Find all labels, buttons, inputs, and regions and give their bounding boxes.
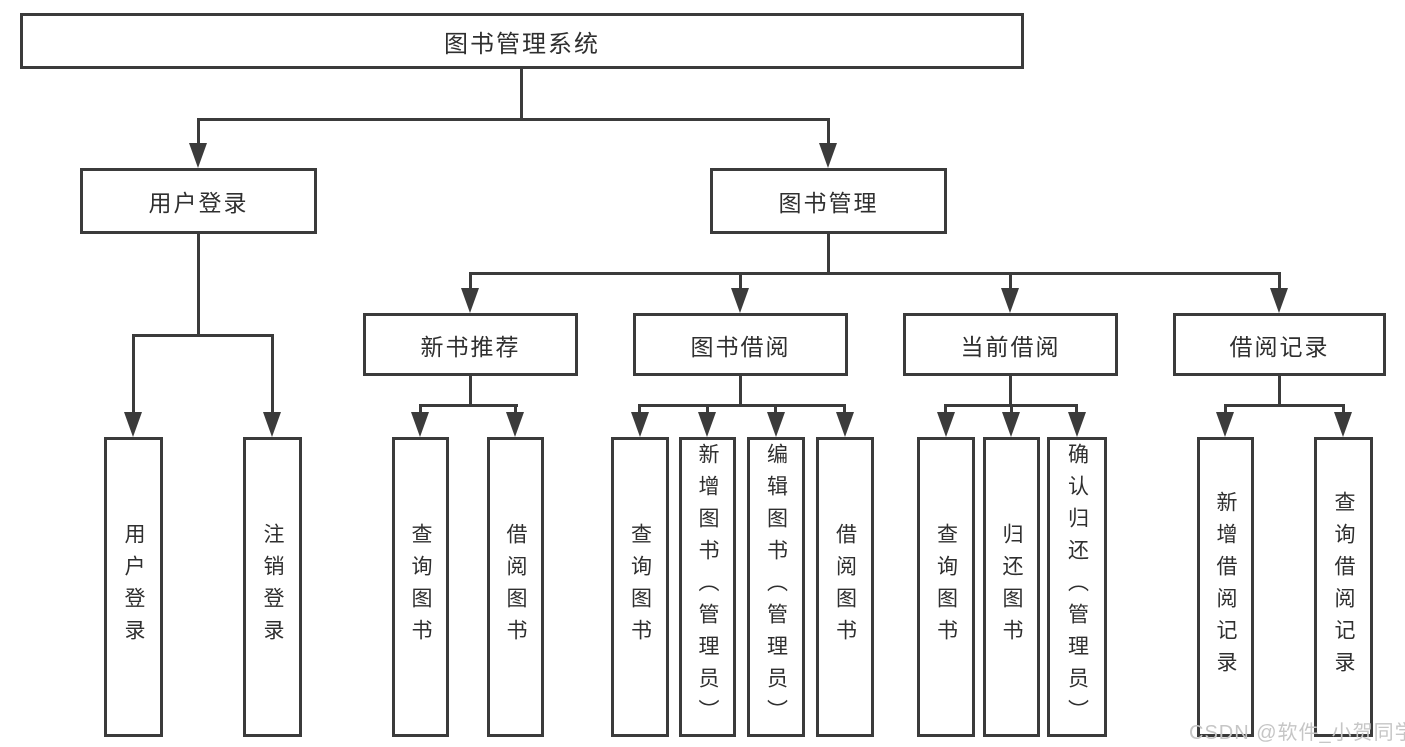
arrowhead-down-icon bbox=[1270, 288, 1288, 313]
leaf-recommend-query-books: 查询图书 bbox=[392, 437, 449, 737]
leaf-current-confirm-return-admin-label: 确认归还（管理员） bbox=[1065, 443, 1089, 731]
connector-hline bbox=[469, 272, 1281, 275]
csdn-watermark: CSDN @软件_小贺同学 bbox=[1189, 722, 1405, 744]
arrowhead-down-icon bbox=[506, 412, 524, 437]
connector-hline bbox=[1224, 404, 1345, 407]
leaf-user-login: 用户登录 bbox=[104, 437, 163, 737]
node-current-borrow: 当前借阅 bbox=[903, 313, 1118, 376]
leaf-borrow-borrow-books: 借阅图书 bbox=[816, 437, 874, 737]
leaf-borrow-query-books: 查询图书 bbox=[611, 437, 669, 737]
connector-vline bbox=[419, 404, 422, 412]
leaf-current-return-books-label: 归还图书 bbox=[1000, 523, 1023, 651]
connector-hline bbox=[197, 118, 830, 121]
node-book-management: 图书管理 bbox=[710, 168, 947, 234]
connector-vline bbox=[514, 404, 517, 412]
connector-vline bbox=[1278, 376, 1281, 404]
arrowhead-down-icon bbox=[1216, 412, 1234, 437]
leaf-borrow-query-books-label: 查询图书 bbox=[628, 523, 652, 651]
arrowhead-down-icon bbox=[698, 412, 716, 437]
arrowhead-down-icon bbox=[937, 412, 955, 437]
leaf-borrow-edit-books-admin-label: 编辑图书（管理员） bbox=[764, 443, 788, 731]
connector-vline bbox=[1009, 376, 1012, 404]
connector-vline bbox=[706, 404, 709, 412]
arrowhead-down-icon bbox=[1001, 288, 1019, 313]
leaf-borrow-edit-books-admin: 编辑图书（管理员） bbox=[747, 437, 805, 737]
arrowhead-down-icon bbox=[189, 143, 207, 168]
node-new-book-recommend-label: 新书推荐 bbox=[420, 333, 521, 360]
connector-vline bbox=[1342, 404, 1345, 412]
leaf-user-login-label: 用户登录 bbox=[122, 523, 145, 651]
connector-vline bbox=[197, 234, 200, 334]
node-user-login-label: 用户登录 bbox=[148, 190, 249, 216]
node-current-borrow-label: 当前借阅 bbox=[960, 333, 1061, 360]
arrowhead-down-icon bbox=[411, 412, 429, 437]
arrowhead-down-icon bbox=[836, 412, 854, 437]
leaf-logout-label: 注销登录 bbox=[261, 523, 284, 651]
node-new-book-recommend: 新书推荐 bbox=[363, 313, 578, 376]
leaf-current-confirm-return-admin: 确认归还（管理员） bbox=[1047, 437, 1107, 737]
connector-vline bbox=[271, 334, 274, 412]
connector-vline bbox=[1009, 272, 1012, 288]
node-user-login: 用户登录 bbox=[80, 168, 317, 234]
arrowhead-down-icon bbox=[1002, 412, 1020, 437]
arrowhead-down-icon bbox=[263, 412, 281, 437]
leaf-logout: 注销登录 bbox=[243, 437, 302, 737]
node-borrow-records: 借阅记录 bbox=[1173, 313, 1386, 376]
leaf-current-query-books-label: 查询图书 bbox=[934, 523, 958, 651]
leaf-current-return-books: 归还图书 bbox=[983, 437, 1040, 737]
arrowhead-down-icon bbox=[631, 412, 649, 437]
leaf-records-add-record: 新增借阅记录 bbox=[1197, 437, 1254, 737]
connector-vline bbox=[132, 334, 135, 412]
leaf-recommend-borrow-books-label: 借阅图书 bbox=[504, 523, 527, 651]
connector-vline bbox=[520, 69, 523, 118]
connector-hline bbox=[638, 404, 846, 407]
leaf-recommend-borrow-books: 借阅图书 bbox=[487, 437, 544, 737]
connector-vline bbox=[944, 404, 947, 412]
connector-vline bbox=[469, 376, 472, 404]
arrowhead-down-icon bbox=[819, 143, 837, 168]
connector-vline bbox=[1278, 272, 1281, 288]
connector-vline bbox=[774, 404, 777, 412]
arrowhead-down-icon bbox=[461, 288, 479, 313]
connector-hline bbox=[132, 334, 273, 337]
leaf-records-add-record-label: 新增借阅记录 bbox=[1214, 491, 1237, 683]
leaf-current-query-books: 查询图书 bbox=[917, 437, 975, 737]
connector-vline bbox=[1224, 404, 1227, 412]
connector-vline bbox=[638, 404, 641, 412]
connector-vline bbox=[739, 272, 742, 288]
connector-vline bbox=[827, 234, 830, 272]
arrowhead-down-icon bbox=[1334, 412, 1352, 437]
leaf-borrow-borrow-books-label: 借阅图书 bbox=[833, 523, 857, 651]
node-book-borrow: 图书借阅 bbox=[633, 313, 848, 376]
arrowhead-down-icon bbox=[124, 412, 142, 437]
connector-vline bbox=[197, 118, 200, 146]
leaf-recommend-query-books-label: 查询图书 bbox=[409, 523, 432, 651]
arrowhead-down-icon bbox=[767, 412, 785, 437]
connector-vline bbox=[1075, 404, 1078, 412]
node-library-system: 图书管理系统 bbox=[20, 13, 1024, 69]
node-book-management-label: 图书管理 bbox=[778, 190, 879, 216]
node-library-system-label: 图书管理系统 bbox=[444, 30, 600, 58]
leaf-records-query-record: 查询借阅记录 bbox=[1314, 437, 1373, 737]
arrowhead-down-icon bbox=[1068, 412, 1086, 437]
connector-vline bbox=[739, 376, 742, 404]
node-book-borrow-label: 图书借阅 bbox=[690, 333, 791, 360]
connector-vline bbox=[1010, 404, 1013, 412]
arrowhead-down-icon bbox=[731, 288, 749, 313]
connector-hline bbox=[419, 404, 518, 407]
leaf-records-query-record-label: 查询借阅记录 bbox=[1332, 491, 1355, 683]
connector-vline bbox=[827, 118, 830, 146]
connector-vline bbox=[843, 404, 846, 412]
leaf-borrow-add-books-admin: 新增图书（管理员） bbox=[679, 437, 736, 737]
node-borrow-records-label: 借阅记录 bbox=[1229, 333, 1330, 360]
leaf-borrow-add-books-admin-label: 新增图书（管理员） bbox=[696, 443, 719, 731]
connector-vline bbox=[469, 272, 472, 288]
